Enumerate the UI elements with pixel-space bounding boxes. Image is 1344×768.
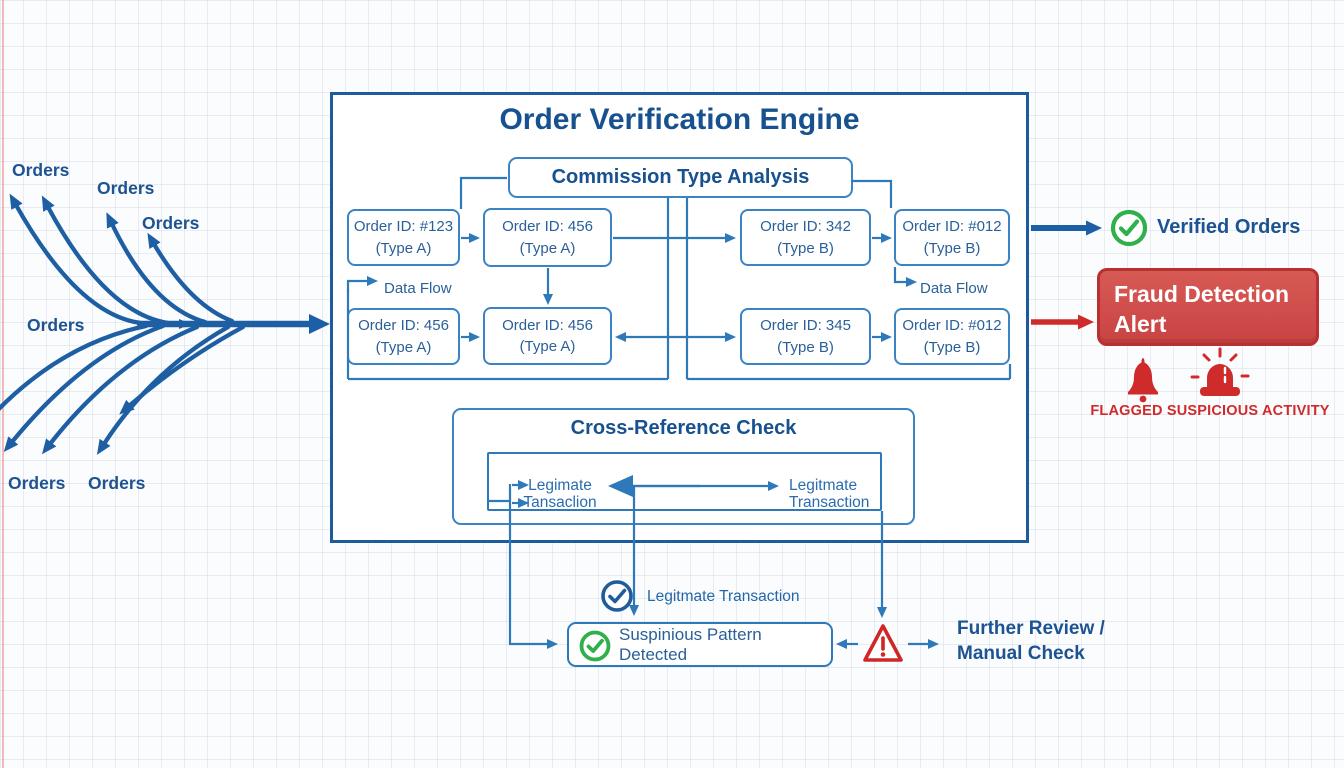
order-box-b1: Order ID: 342 (Type B) [740,209,871,266]
further-review-label: Further Review / Manual Check [957,616,1105,666]
green-check-circle-icon [579,630,611,662]
order-box-b2: Order ID: #012 (Type B) [894,209,1010,266]
order-type: (Type A) [519,239,576,257]
review-line2: Manual Check [957,643,1085,664]
order-box-b4: Order ID: #012 (Type B) [894,308,1010,365]
crc-right-line2: Transaction [789,494,870,511]
fraud-detection-alert-box: Fraud Detection Alert [1097,268,1319,346]
order-box-a3: Order ID: 456 (Type A) [347,308,460,365]
orders-label: Orders [142,213,200,233]
order-type: (Type B) [777,239,834,257]
order-id: Order ID: 456 [502,316,593,334]
siren-light-icon [1190,347,1250,396]
suspicious-pattern-label: Suspinious Pattern Detected [619,624,762,664]
order-type: (Type A) [519,338,576,355]
alarm-bell-icon [1128,357,1158,403]
order-id: Order ID: 345 [760,317,851,335]
crc-right-line1: Legitmate [789,477,858,494]
verified-check-circle-icon [1110,209,1148,247]
order-id: Order ID: 342 [760,218,851,236]
orders-label: Orders [27,315,85,335]
order-type: (Type B) [923,338,981,356]
fraud-line1: Fraud Detection [1114,281,1290,307]
order-box-a4: Order ID: 456 (Type A) [483,307,612,365]
crc-right-label: Legitmate Transaction [789,477,869,511]
crc-left-label: Legimate Tansaclion [505,477,615,511]
fraud-line2: Alert [1114,311,1167,337]
order-type: (Type B) [923,239,981,257]
order-id: Order ID: 456 [502,218,593,236]
flagged-suspicious-activity-label: FLAGGED SUSPICIOUS ACTIVITY [1090,403,1330,419]
legitimate-transaction-label: Legitmate Transaction [647,588,800,605]
cross-reference-title: Cross-Reference Check [570,417,797,439]
notebook-margin-line [2,0,4,768]
blue-check-circle-icon [601,580,633,612]
data-flow-label-right: Data Flow [920,280,988,297]
order-id: Order ID: #012 [902,317,1002,335]
crc-left-line1: Legimate [528,477,592,494]
order-id: Order ID: 456 [358,317,449,335]
commission-title: Commission Type Analysis [551,166,810,188]
orders-label: Orders [97,178,155,198]
order-type: (Type A) [375,338,432,356]
orders-label: Orders [8,473,66,493]
order-box-a1: Order ID: #123 (Type A) [347,209,460,266]
data-flow-label-left: Data Flow [384,280,452,297]
cross-reference-inner-frame [487,452,882,511]
order-box-a2: Order ID: 456 (Type A) [483,208,612,267]
order-id: Order ID: #012 [902,218,1002,236]
orders-label: Orders [88,473,146,493]
order-type: (Type B) [777,338,834,356]
engine-title: Order Verification Engine [499,103,860,136]
review-line1: Further Review / [957,618,1105,639]
warning-triangle-icon [863,624,903,662]
order-box-b3: Order ID: 345 (Type B) [740,308,871,365]
order-type: (Type A) [375,239,432,257]
commission-type-analysis-box: Commission Type Analysis [508,157,853,198]
crc-left-line2: Tansaclion [523,494,597,511]
suspicious-pattern-box: Suspinious Pattern Detected [567,622,833,667]
order-id: Order ID: #123 [353,218,454,236]
orders-label: Orders [12,160,70,180]
verified-orders-label: Verified Orders [1157,216,1301,238]
